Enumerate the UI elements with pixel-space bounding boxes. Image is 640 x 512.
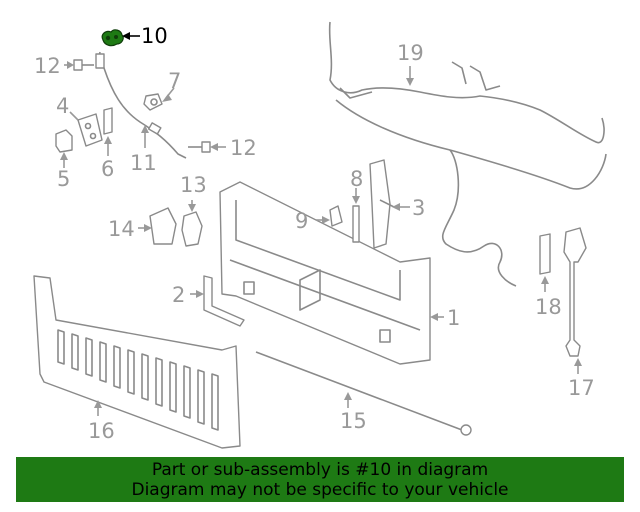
callout-4: 4 xyxy=(56,94,69,118)
callout-16: 16 xyxy=(88,419,115,443)
callout-15: 15 xyxy=(340,409,367,433)
part-9-clip[interactable] xyxy=(329,205,343,227)
part-16-tailgate-outer-panel[interactable] xyxy=(33,275,241,449)
info-banner: Part or sub-assembly is #10 in diagram D… xyxy=(16,457,624,502)
part-8-rod[interactable] xyxy=(352,205,360,243)
callout-13: 13 xyxy=(180,173,207,197)
callout-1: 1 xyxy=(447,306,460,330)
part-15-rod[interactable] xyxy=(255,351,472,436)
callout-2: 2 xyxy=(172,283,185,307)
part-18-bracket[interactable] xyxy=(539,233,551,275)
banner-line-2: Diagram may not be specific to your vehi… xyxy=(131,480,509,500)
part-11-cable[interactable] xyxy=(95,51,187,159)
part-14-actuator[interactable] xyxy=(149,207,177,245)
part-3-handle-module[interactable] xyxy=(369,159,397,249)
part-5-bumper[interactable] xyxy=(55,129,73,153)
part-19-wiring-harness[interactable] xyxy=(328,21,607,287)
callout-17: 17 xyxy=(568,376,595,400)
parts-diagram: 1 2 3 4 5 6 7 8 9 10 11 12 12 13 14 15 1… xyxy=(33,21,607,449)
callout-12-lower: 12 xyxy=(230,136,257,160)
part-12-bolt-lower[interactable] xyxy=(188,141,211,153)
part-12-bolt-upper[interactable] xyxy=(73,59,94,71)
part-6-striker[interactable] xyxy=(103,107,113,135)
callout-6: 6 xyxy=(101,157,114,181)
callout-8: 8 xyxy=(350,167,363,191)
callout-11: 11 xyxy=(130,151,157,175)
callout-5: 5 xyxy=(57,167,70,191)
part-1-tailgate-inner-panel[interactable] xyxy=(219,181,431,365)
callout-19: 19 xyxy=(397,41,424,65)
part-4-bracket[interactable] xyxy=(77,113,103,147)
part-7-clip[interactable] xyxy=(143,93,163,111)
callout-10: 10 xyxy=(141,24,168,48)
callout-12-upper: 12 xyxy=(34,54,61,78)
part-13-latch[interactable] xyxy=(181,211,203,247)
part-17-cable-assembly[interactable] xyxy=(563,227,587,357)
callout-9: 9 xyxy=(295,209,308,233)
callout-14: 14 xyxy=(108,217,135,241)
callout-3: 3 xyxy=(412,196,425,220)
part-10-clip[interactable] xyxy=(101,29,124,47)
callout-7: 7 xyxy=(168,69,181,93)
banner-line-1: Part or sub-assembly is #10 in diagram xyxy=(151,460,489,480)
callout-18: 18 xyxy=(535,295,562,319)
part-2-hinge[interactable] xyxy=(203,275,245,327)
